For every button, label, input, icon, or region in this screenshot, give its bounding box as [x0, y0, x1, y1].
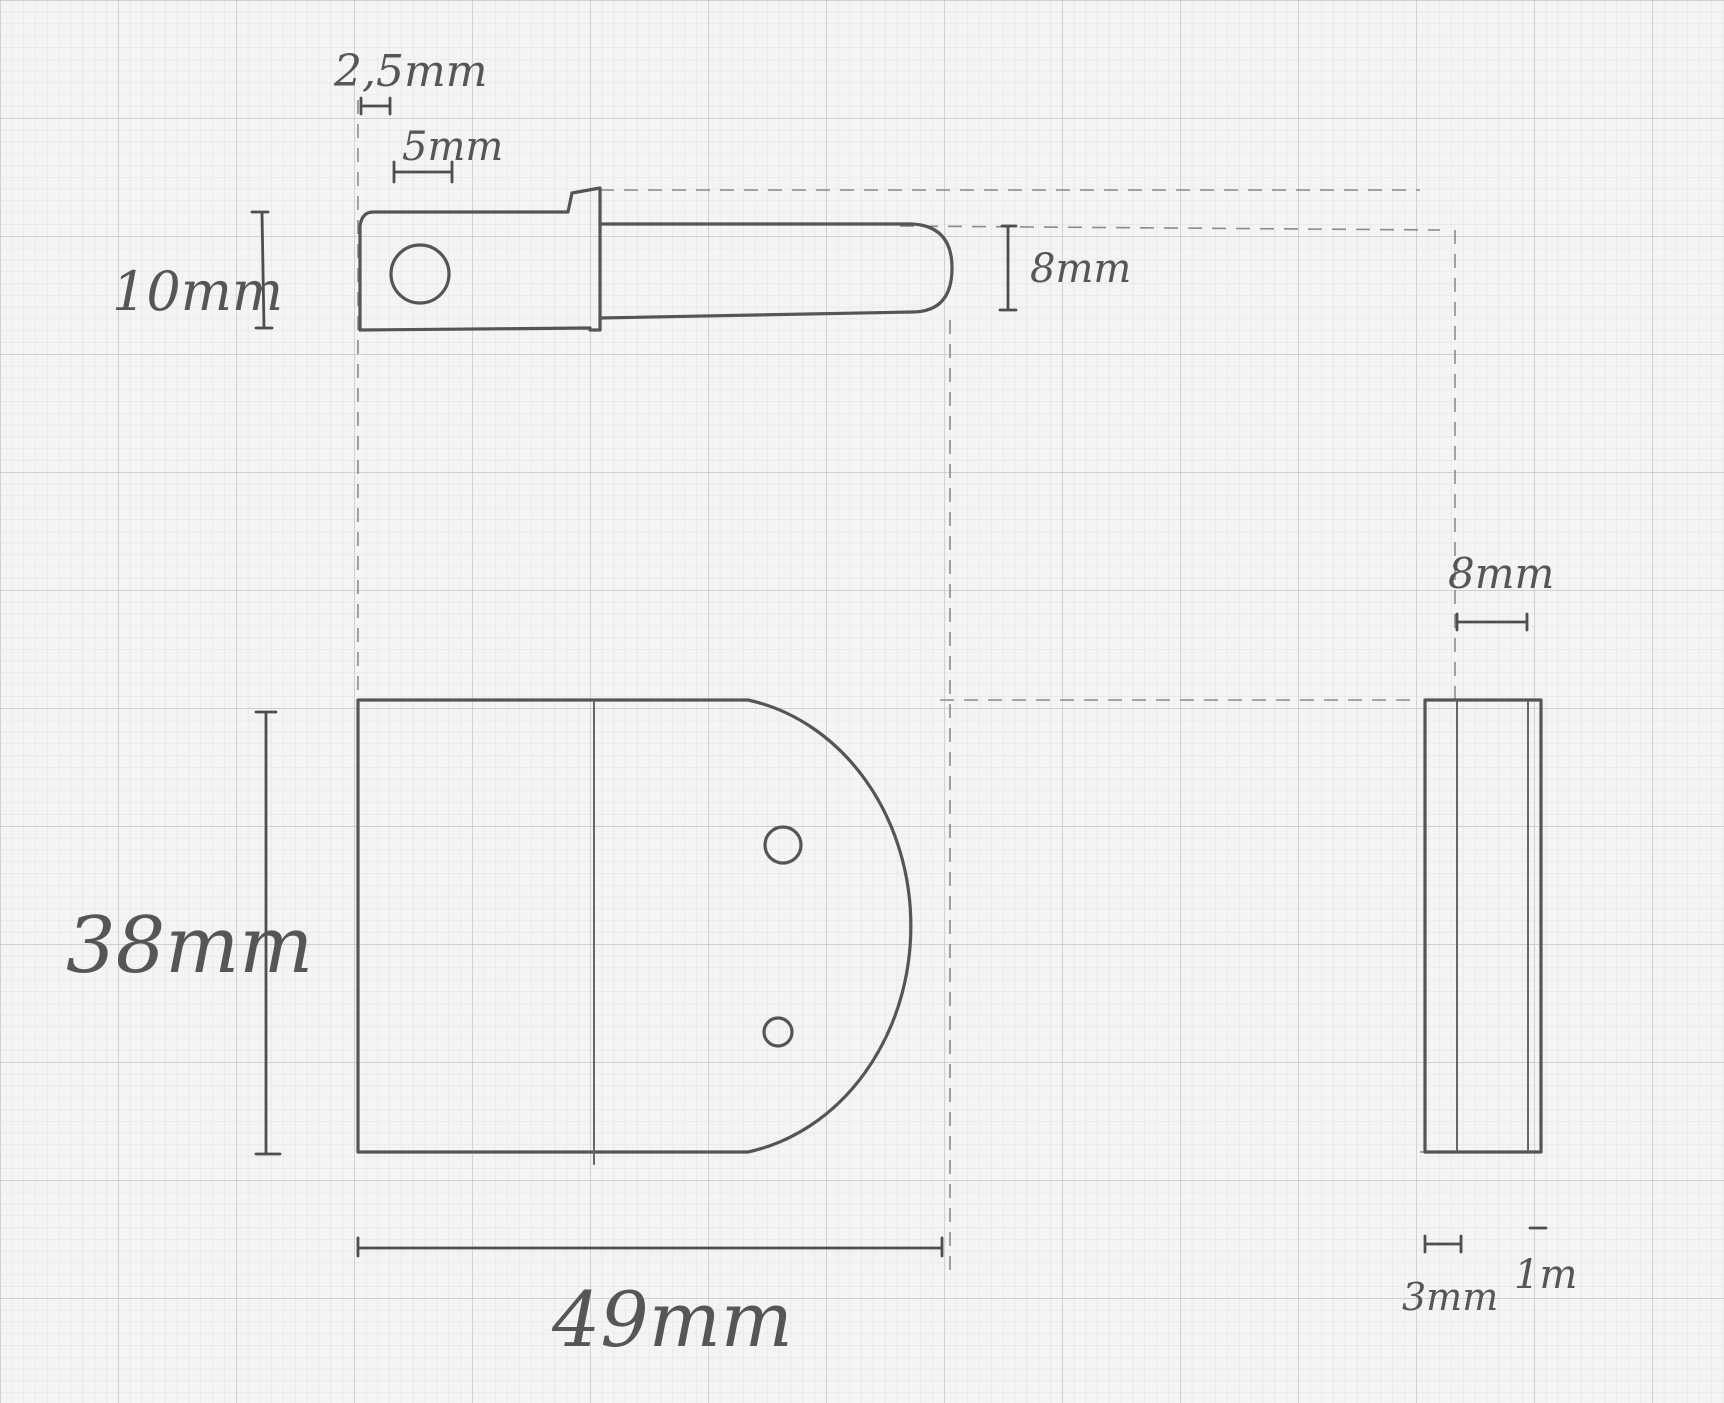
- top-view-pin: [598, 222, 954, 320]
- dim-side-width: [1455, 612, 1529, 632]
- dim-hole-offset: [359, 96, 392, 116]
- label-side-wall: 3mm: [1402, 1275, 1498, 1319]
- dim-front-width: [356, 1236, 944, 1258]
- dim-hole-diameter: [392, 160, 454, 184]
- top-view: [358, 186, 954, 332]
- dim-top-height: [250, 210, 274, 330]
- label-front-height: 38mm: [66, 901, 313, 991]
- side-view-outline: [1423, 698, 1543, 1154]
- side-view: [1423, 698, 1543, 1154]
- front-view-hole-upper: [763, 825, 803, 865]
- front-view-outline: [356, 698, 913, 1154]
- label-hole-diameter: 5mm: [402, 124, 503, 170]
- front-view: [356, 698, 913, 1165]
- dimension-lines: [250, 96, 1548, 1258]
- top-view-body: [358, 186, 602, 332]
- label-top-height: 10mm: [112, 260, 283, 323]
- label-hole-offset: 2,5mm: [333, 46, 487, 97]
- dimension-labels: 2,5mm 5mm 10mm 8mm 38mm 49mm 8mm 3mm 1m: [66, 46, 1577, 1364]
- top-view-hole: [389, 243, 451, 305]
- label-front-width: 49mm: [551, 1275, 793, 1364]
- label-side-edge: 1m: [1514, 1252, 1577, 1298]
- label-pin-height: 8mm: [1030, 246, 1131, 292]
- dim-front-height: [254, 710, 282, 1156]
- dim-pin-height: [998, 224, 1018, 312]
- front-view-hole-lower: [762, 1016, 794, 1048]
- label-side-width: 8mm: [1448, 549, 1554, 598]
- dim-side-wall: [1423, 1234, 1463, 1254]
